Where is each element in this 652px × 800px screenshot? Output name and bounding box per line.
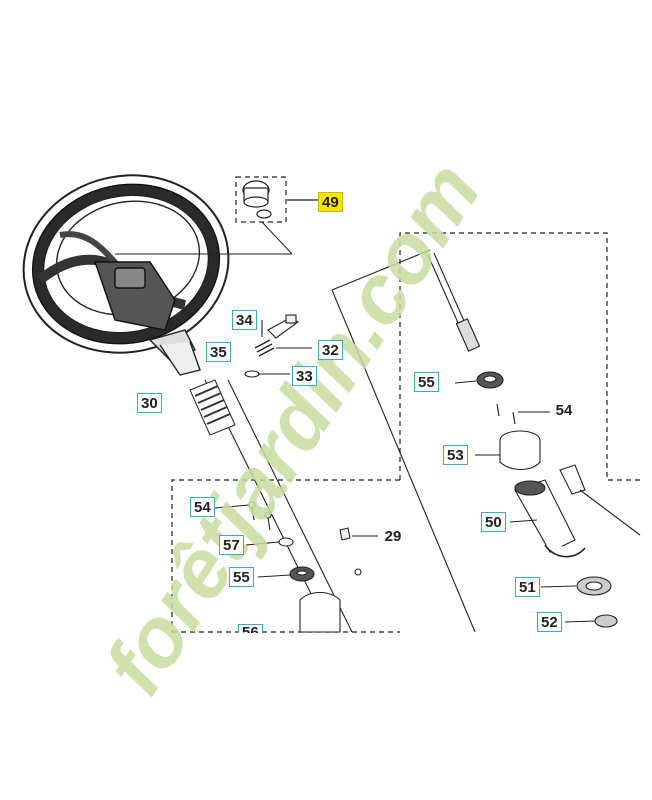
callout-29[interactable]: 29 (384, 528, 402, 545)
callout-53[interactable]: 53 (443, 445, 468, 465)
callout-51[interactable]: 51 (515, 577, 540, 597)
callout-30[interactable]: 30 (137, 393, 162, 413)
callout-33[interactable]: 33 (292, 366, 317, 386)
shaft-assembly (427, 252, 641, 628)
lower-parts (214, 501, 378, 633)
callout-55-upper[interactable]: 55 (414, 372, 439, 392)
callout-57[interactable]: 57 (219, 535, 244, 555)
frame-lower-left (171, 479, 400, 633)
frame-horn-button (235, 176, 287, 223)
lever-parts (244, 314, 312, 378)
part-49-knob (242, 180, 318, 219)
callout-54-lower[interactable]: 54 (190, 497, 215, 517)
callout-54-upper[interactable]: 54 (555, 402, 573, 419)
part-30-spline (189, 379, 236, 436)
callout-34[interactable]: 34 (232, 310, 257, 330)
frame-upper-right (399, 232, 640, 481)
callout-35[interactable]: 35 (206, 342, 231, 362)
dashed-frames (171, 176, 640, 633)
callout-32[interactable]: 32 (318, 340, 343, 360)
callout-52[interactable]: 52 (537, 612, 562, 632)
callout-56[interactable]: 56 (238, 624, 263, 633)
callout-49[interactable]: 49 (318, 192, 343, 212)
callout-50[interactable]: 50 (481, 512, 506, 532)
steering-wheel (22, 174, 293, 376)
callout-55-lower[interactable]: 55 (229, 567, 254, 587)
